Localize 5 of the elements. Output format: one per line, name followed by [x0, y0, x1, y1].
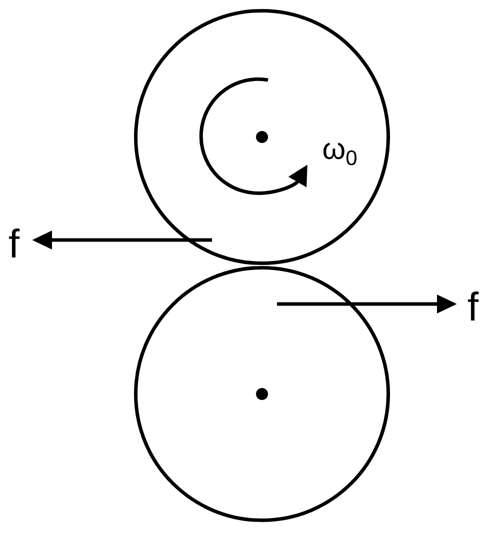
- roller-circle: [134, 9, 390, 265]
- angular-velocity-label: ω$_{0}$: [323, 142, 356, 166]
- force-label: f: [468, 292, 479, 320]
- force-label: f: [9, 228, 20, 258]
- roller-circle: [134, 266, 390, 522]
